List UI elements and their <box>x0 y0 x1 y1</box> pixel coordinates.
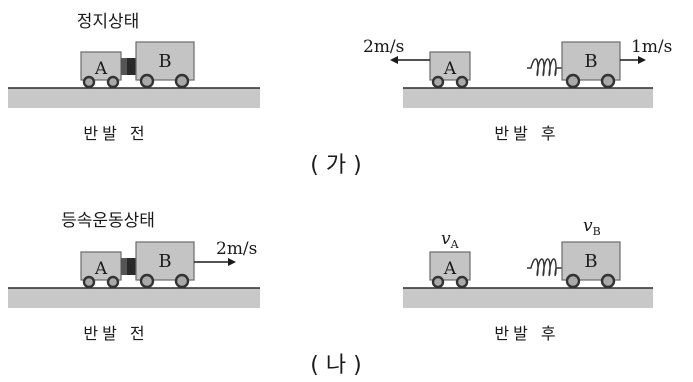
spring-mount <box>121 258 127 275</box>
cart-b-label: B <box>584 51 597 72</box>
velocity-before-label: 2m/s <box>216 239 257 259</box>
wheel <box>106 275 120 289</box>
panel-na: 등속운동상태 A B 2m/s 반발 전 <box>8 211 653 378</box>
wheel <box>139 273 155 289</box>
cart-b-label: B <box>158 251 171 272</box>
wheel <box>455 75 469 89</box>
cart-a: A <box>429 251 471 289</box>
wheel <box>431 275 445 289</box>
cart-b-body <box>561 41 621 81</box>
cart-a-label: A <box>94 59 108 79</box>
velocity-b-symbol: vB <box>583 216 601 238</box>
velocity-a-label: 2m/s <box>363 37 404 57</box>
velocity-subscript: A <box>450 238 460 251</box>
cart-b: B <box>561 41 621 89</box>
wheel <box>82 75 96 89</box>
cart-a: A <box>80 251 122 289</box>
wheel <box>565 273 581 289</box>
cart-a-body <box>80 251 122 281</box>
spring-mount <box>121 58 127 75</box>
panel-ga-before: 정지상태 A B 반발 전 <box>8 12 260 143</box>
velocity-symbol: v <box>441 229 451 249</box>
cart-b: B <box>135 41 195 89</box>
arrowhead <box>390 56 398 64</box>
wheel <box>565 73 581 89</box>
cart-b: B <box>135 241 195 289</box>
compressed-spring-block <box>127 58 136 75</box>
velocity-symbol: v <box>583 216 593 236</box>
velocity-b-label: 1m/s <box>631 37 672 57</box>
wheel <box>600 73 616 89</box>
cart-a: A <box>80 51 122 89</box>
state-label-uniform-motion: 등속운동상태 <box>61 211 155 231</box>
caption-after: 반발 후 <box>494 324 559 343</box>
arrowhead <box>228 258 236 266</box>
cart-a-body <box>429 251 471 281</box>
caption-before: 반발 전 <box>83 124 148 143</box>
cart-a-label: A <box>443 259 457 279</box>
wheel <box>139 73 155 89</box>
wheel <box>431 75 445 89</box>
cart-b-body <box>561 241 621 281</box>
caption-after: 반발 후 <box>494 124 559 143</box>
wheel <box>455 275 469 289</box>
velocity-subscript: B <box>593 225 601 238</box>
panel-na-before: 등속운동상태 A B 2m/s 반발 전 <box>8 211 260 343</box>
wheel <box>600 273 616 289</box>
panel-ga: 정지상태 A B 반발 전 <box>8 12 672 178</box>
velocity-a-symbol: vA <box>441 229 460 251</box>
panel-label-na: ( 나 ) <box>310 353 361 378</box>
cart-b-label: B <box>584 251 597 272</box>
cart-b-body <box>135 241 195 281</box>
caption-before: 반발 전 <box>83 324 148 343</box>
panel-na-after: A vA B vB 반발 후 <box>403 216 653 343</box>
panel-ga-after: A 2m/s B 1m/s 반발 후 <box>363 37 672 143</box>
ground <box>403 288 653 308</box>
state-label-stationary: 정지상태 <box>77 12 140 32</box>
cart-a-body <box>429 51 471 81</box>
cart-b-body <box>135 41 195 81</box>
wheel <box>82 275 96 289</box>
ground <box>403 88 653 108</box>
spring <box>527 58 562 77</box>
wheel <box>174 273 190 289</box>
wheel <box>106 75 120 89</box>
cart-b: B <box>561 241 621 289</box>
panel-label-ga: ( 가 ) <box>310 153 361 178</box>
wheel <box>174 73 190 89</box>
arrowhead <box>638 56 646 64</box>
cart-a-label: A <box>94 259 108 279</box>
spring <box>527 258 562 277</box>
ground <box>8 288 260 308</box>
compressed-spring-block <box>127 258 136 275</box>
ground <box>8 88 260 108</box>
cart-a: A <box>429 51 471 89</box>
cart-a-label: A <box>443 59 457 79</box>
cart-b-label: B <box>158 51 171 72</box>
